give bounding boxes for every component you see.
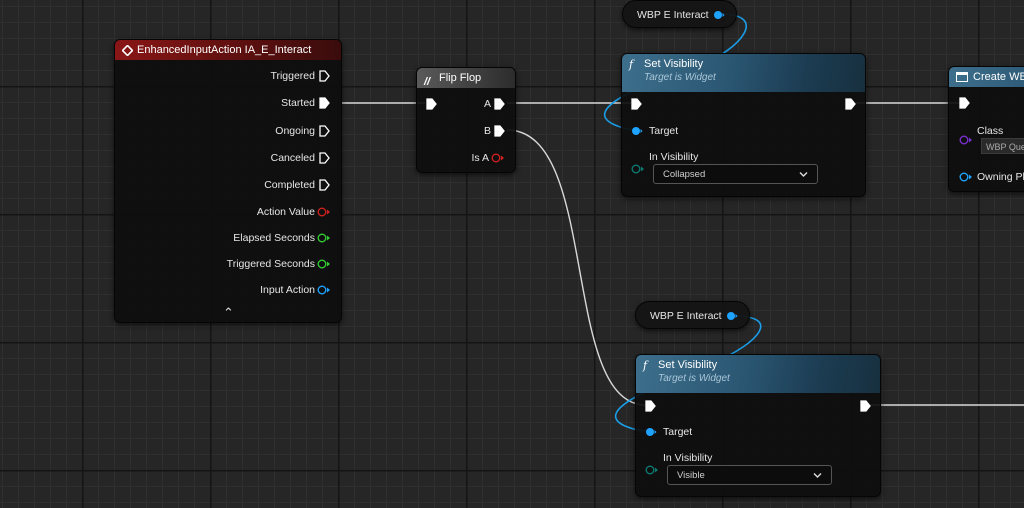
owning-player-label: Owning Pl [977, 171, 1024, 183]
exec-pin-a[interactable] [494, 98, 505, 110]
flipflop-node[interactable]: // Flip Flop A B Is A [416, 67, 516, 173]
in-visibility-label-bottom: In Visibility [663, 452, 713, 464]
exec-pin-set-visibility-bottom-out[interactable] [860, 400, 871, 412]
set-visibility-node-top[interactable]: f Set Visibility Target is Widget Target… [621, 53, 866, 197]
exec-pin-b[interactable] [494, 125, 505, 137]
pin-label-input-action: Input Action [260, 284, 315, 296]
exec-wire-b-to-set-visibility [506, 129, 647, 406]
visibility-dropdown-value-top: Collapsed [663, 169, 706, 180]
bool-pin-is-a[interactable] [491, 153, 505, 163]
object-pin-variable-top[interactable] [713, 10, 725, 20]
pin-label-b: B [483, 125, 491, 137]
flipflop-header: // Flip Flop [417, 68, 515, 88]
widget-variable-getter-top[interactable]: WBP E Interact [622, 0, 737, 28]
pin-label-action-value: Action Value [256, 206, 315, 218]
variable-label-top: WBP E Interact [637, 9, 709, 21]
collapse-chevron-up-icon[interactable]: ⌃ [223, 305, 234, 320]
chevron-down-icon [799, 172, 808, 177]
set-visibility-node-bottom[interactable]: f Set Visibility Target is Widget Target… [635, 354, 881, 497]
set-visibility-title-bottom: Set Visibility [658, 359, 718, 371]
exec-pin-canceled[interactable] [319, 152, 330, 164]
event-diamond-icon [122, 45, 133, 56]
exec-pin-completed[interactable] [319, 179, 330, 191]
set-visibility-subtitle-bottom: Target is Widget [658, 373, 730, 384]
object-pin-input-action[interactable] [317, 285, 331, 295]
chevron-down-icon [813, 473, 822, 478]
widget-window-icon [956, 72, 968, 82]
pin-label-completed: Completed [264, 179, 315, 191]
exec-pin-set-visibility-bottom-in[interactable] [645, 400, 656, 412]
exec-pin-set-visibility-top-out[interactable] [845, 98, 856, 110]
object-pin-target-top[interactable] [631, 126, 643, 136]
exec-pin-triggered[interactable] [319, 70, 330, 82]
pin-label-elapsed-seconds: Elapsed Seconds [233, 232, 315, 244]
set-visibility-header-bottom: f Set Visibility Target is Widget [636, 355, 880, 393]
pin-label-is-a: Is A [471, 152, 489, 164]
exec-pin-set-visibility-top-in[interactable] [631, 98, 642, 110]
set-visibility-subtitle-top: Target is Widget [644, 72, 716, 83]
object-pin-target-bottom[interactable] [645, 427, 657, 437]
float-pin-elapsed-seconds[interactable] [317, 233, 331, 243]
pin-label-a: A [483, 98, 491, 110]
pin-label-triggered: Triggered [270, 70, 315, 82]
set-visibility-title-top: Set Visibility [644, 58, 704, 70]
input-action-title: EnhancedInputAction IA_E_Interact [137, 44, 312, 56]
exec-pin-ongoing[interactable] [319, 125, 330, 137]
create-widget-header: Create WB [949, 67, 1024, 87]
class-value: WBP Que [986, 142, 1024, 152]
input-action-header: EnhancedInputAction IA_E_Interact [115, 40, 341, 60]
pin-label-ongoing: Ongoing [275, 125, 315, 137]
create-widget-title: Create WB [973, 71, 1024, 83]
set-visibility-header-top: f Set Visibility Target is Widget [622, 54, 865, 92]
exec-pin-flipflop-in[interactable] [426, 98, 437, 110]
exec-pin-started[interactable] [319, 97, 330, 109]
float-pin-triggered-seconds[interactable] [317, 259, 331, 269]
visibility-dropdown-bottom[interactable]: Visible [667, 465, 832, 485]
class-value-box[interactable]: WBP Que [981, 138, 1024, 154]
function-icon: f [629, 58, 634, 71]
object-pin-variable-bottom[interactable] [726, 311, 738, 321]
visibility-dropdown-value-bottom: Visible [677, 470, 705, 481]
class-pin[interactable] [959, 135, 973, 145]
pin-label-triggered-seconds: Triggered Seconds [226, 258, 315, 270]
target-label-top: Target [649, 125, 679, 137]
macro-icon: // [424, 76, 431, 88]
object-pin-owning-player[interactable] [959, 172, 973, 182]
widget-variable-getter-bottom[interactable]: WBP E Interact [635, 301, 750, 329]
bool-pin-action-value[interactable] [317, 207, 331, 217]
exec-pin-create-widget-in[interactable] [959, 97, 970, 109]
pin-label-started: Started [281, 97, 315, 109]
class-label: Class [977, 125, 1004, 137]
visibility-dropdown-top[interactable]: Collapsed [653, 164, 818, 184]
in-visibility-label-top: In Visibility [649, 151, 699, 163]
target-label-bottom: Target [663, 426, 693, 438]
function-icon: f [643, 359, 648, 372]
enum-pin-in-visibility-bottom[interactable] [645, 465, 659, 475]
input-action-node[interactable]: EnhancedInputAction IA_E_Interact Trigge… [114, 39, 342, 323]
variable-label-bottom: WBP E Interact [650, 310, 722, 322]
flipflop-title: Flip Flop [439, 72, 482, 84]
create-widget-node[interactable]: Create WB Class WBP Que Owning Pl [948, 66, 1024, 192]
enum-pin-in-visibility-top[interactable] [631, 164, 645, 174]
pin-label-canceled: Canceled [270, 152, 315, 164]
